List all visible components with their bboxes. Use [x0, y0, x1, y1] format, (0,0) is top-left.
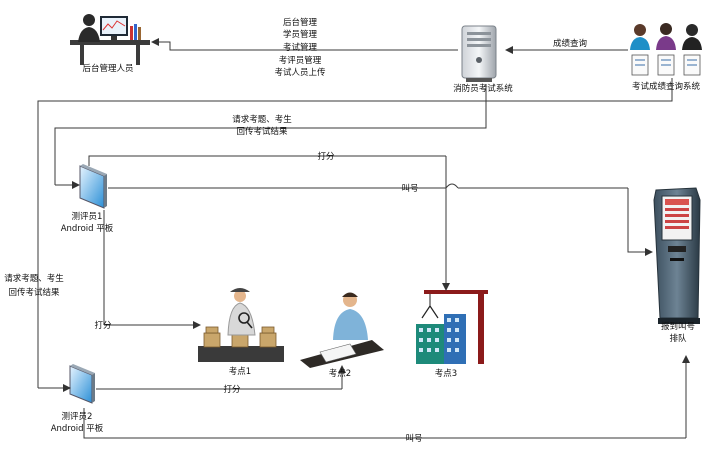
- admin-function-item: 学员管理: [283, 29, 318, 40]
- call-top-label: 叫号: [401, 183, 418, 194]
- score-bottom-label: 打分: [223, 384, 241, 395]
- call-bottom-label: 叫号: [405, 433, 422, 444]
- kiosk-label-line1: 报到叫号: [661, 321, 695, 332]
- kiosk-label-line2: 排队: [669, 333, 687, 344]
- request-left-line1: 请求考题、考生: [4, 273, 64, 284]
- tablet1-icon: [79, 164, 107, 209]
- admin-function-item: 考试管理: [283, 42, 318, 53]
- site3-buildings-icon: [416, 290, 488, 364]
- site1-label: 考点1: [229, 367, 251, 377]
- tablet2-icon: [69, 364, 95, 404]
- site1-inspector-icon: [198, 288, 284, 362]
- site2-label: 考点2: [329, 369, 351, 379]
- query-system-label: 考试成绩查询系统: [632, 81, 701, 92]
- score-top-label: 打分: [317, 151, 335, 162]
- request-top-line1: 请求考题、考生: [232, 114, 292, 125]
- admin-label: 后台管理人员: [82, 63, 133, 74]
- judge2-name: 测评员2: [62, 412, 93, 422]
- connectors: [37, 38, 690, 439]
- kiosk-icon: [653, 187, 701, 324]
- judge2-device: Android 平板: [51, 423, 104, 434]
- admin-function-item: 后台管理: [283, 17, 318, 28]
- request-left-line2: 回传考试结果: [8, 287, 60, 298]
- site3-label: 考点3: [435, 369, 457, 379]
- score-query-label: 成绩查询: [553, 38, 587, 49]
- judge1-device: Android 平板: [61, 223, 114, 234]
- query-people-icon: [630, 23, 702, 76]
- score-left-label: 打分: [94, 320, 112, 331]
- server-label: 消防员考试系统: [453, 83, 513, 94]
- request-top-line2: 回传考试结果: [236, 126, 288, 137]
- admin-functions-list: 后台管理 学员管理 考试管理 考评员管理 考试人员上传: [274, 17, 326, 78]
- judge1-name: 测评员1: [72, 212, 103, 222]
- admin-function-item: 考评员管理: [279, 55, 322, 66]
- admin-desk-icon: [70, 14, 150, 65]
- site2-writer-icon: [300, 292, 384, 368]
- server-icon: [461, 25, 497, 82]
- admin-function-item: 考试人员上传: [274, 67, 326, 78]
